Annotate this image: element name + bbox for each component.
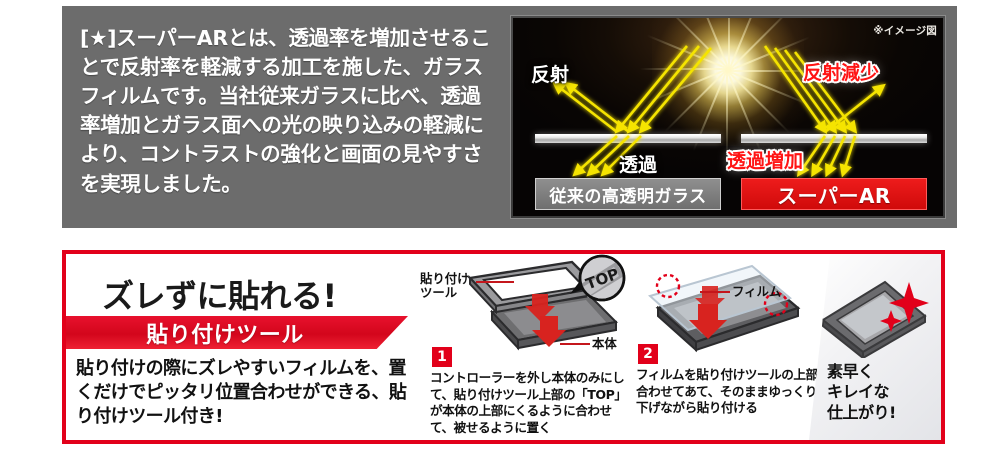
top-gray-panel: [★]スーパーARとは、透過率を増加させることで反射率を軽減する加工を施した、ガ…	[62, 6, 957, 228]
label-reflection-reduced: 反射減少	[803, 62, 880, 84]
applicator-tool-band: 貼り付けツール	[66, 316, 408, 349]
step-1-number: 1	[437, 349, 447, 365]
comparison-diagram: ※イメージ図	[513, 18, 943, 216]
leader-line-film	[700, 291, 730, 293]
applicator-tool-illustration-icon	[467, 260, 619, 351]
step-2-badge: 2	[638, 344, 658, 364]
result-text: 素早くキレイな仕上がり!	[827, 361, 896, 423]
plate-conventional-label: 従来の高透明ガラス	[549, 186, 707, 207]
label-transmission: 透過	[619, 154, 658, 176]
comparison-diagram-frame: ※イメージ図	[510, 15, 946, 219]
callout-main-body-label: 本体	[592, 336, 617, 351]
step-2: フィルム 2 フィルムを貼り付けツールの上部に合わせてあて、そのままゆっくりと下…	[634, 262, 842, 440]
callout-film-label: フィルム	[732, 284, 782, 299]
product-description: [★]スーパーARとは、透過率を増加させることで反射率を軽減する加工を施した、ガ…	[80, 26, 491, 196]
callout-applicator-tool-line2: ツール	[420, 285, 458, 301]
bottom-description: 貼り付けの際にズレやすいフィルムを、置くだけでピッタリ位置合わせができる、貼り付…	[76, 358, 407, 428]
callout-film: フィルム	[732, 284, 781, 299]
plate-conventional-glass: 従来の高透明ガラス	[535, 178, 721, 210]
step-2-number: 2	[643, 346, 653, 362]
step-1-text: コントローラーを外し本体のみにして、貼り付けツール上部の「TOP」が本体の上部に…	[430, 370, 627, 436]
plate-superar: スーパーAR	[741, 178, 927, 210]
applicator-tool-band-label: 貼り付けツール	[146, 322, 304, 348]
plate-superar-label: スーパーAR	[777, 183, 891, 208]
bottom-headline: ズレずに貼れる!	[102, 277, 337, 315]
callout-main-body: 本体	[592, 336, 617, 351]
image-note-label: ※イメージ図	[873, 25, 937, 37]
light-ray-arrows	[552, 45, 886, 178]
step-1-badge: 1	[432, 347, 452, 367]
film-application-illustration-icon	[647, 264, 801, 353]
leader-line-main-body	[560, 343, 590, 345]
label-reflection: 反射	[531, 64, 570, 86]
top-magnifier-callout-icon: TOP	[570, 254, 626, 302]
leader-line-applicator-tool	[476, 281, 514, 283]
bottom-red-bordered-panel: ズレずに貼れる! 貼り付けツール 貼り付けの際にズレやすいフィルムを、置くだけで…	[62, 250, 945, 444]
step-1: TOP 貼り付け ツール 本体 1 コントローラーを外し本体のみにして、貼り付け…	[418, 254, 627, 440]
finished-device-illustration-icon	[821, 280, 929, 358]
step-2-text: フィルムを貼り付けツールの上部に合わせてあて、そのままゆっくりと下げながら貼り付…	[636, 367, 830, 416]
label-transmission-increased: 透過増加	[727, 150, 804, 172]
result-card: 素早くキレイな仕上がり!	[809, 254, 941, 440]
callout-applicator-tool: 貼り付け ツール	[420, 271, 470, 301]
callout-applicator-tool-line1: 貼り付け	[420, 271, 470, 286]
